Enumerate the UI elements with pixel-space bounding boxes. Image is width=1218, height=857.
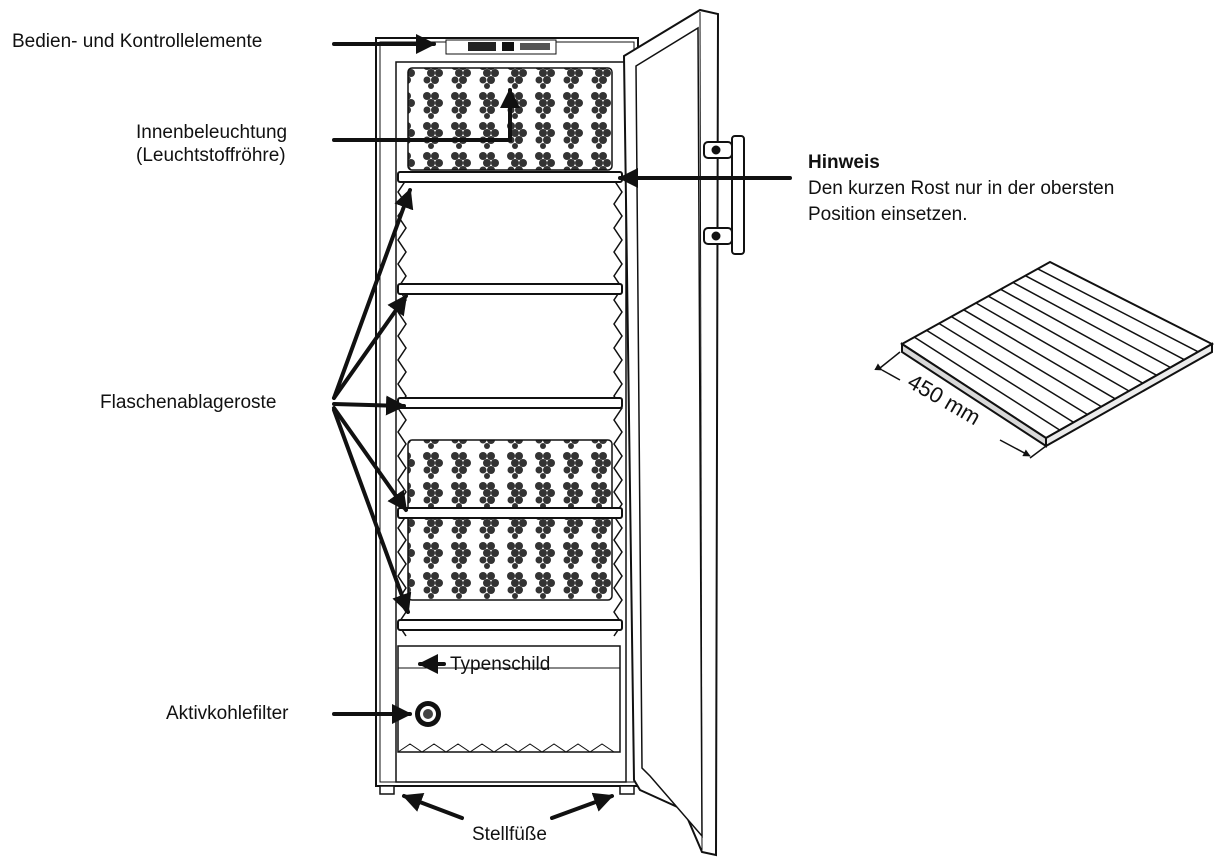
shelf-slat (1024, 275, 1185, 361)
shelf-slat (938, 322, 1088, 416)
shelf-3 (397, 397, 623, 409)
label-lighting-line2: (Leuchtstoffröhre) (136, 145, 286, 166)
label-feet: Stellfüße (472, 824, 547, 845)
arrow-foot-right (550, 792, 614, 820)
grape-panel-bottom (407, 439, 613, 601)
note-line2: Position einsetzen. (808, 204, 968, 225)
foot-right (619, 785, 635, 795)
open-door (622, 8, 720, 857)
dimension-line (874, 351, 1047, 459)
label-lighting-line1: Innenbeleuchtung (136, 122, 288, 143)
shelf-4 (397, 507, 623, 519)
arrow-lighting (332, 88, 520, 142)
label-shelves: Flaschenablageroste (100, 392, 277, 413)
carbon-filter (415, 701, 441, 727)
shelf-1 (397, 171, 623, 183)
arrow-shelf-4 (332, 406, 408, 512)
shelf-2 (397, 283, 623, 295)
arrow-shelf-1 (332, 188, 414, 400)
short-shelf-illustration (900, 260, 1215, 448)
label-filter: Aktivkohlefilter (166, 703, 289, 724)
note-title: Hinweis (808, 152, 880, 173)
foot-left (379, 785, 395, 795)
leader-arrows (332, 34, 792, 820)
shelf-slat (1012, 281, 1171, 369)
arrow-shelf-2 (332, 294, 408, 400)
arrow-shelf-3 (332, 395, 406, 416)
shelf-slat (926, 329, 1075, 423)
note-line1: Den kurzen Rost nur in der obersten (808, 178, 1115, 199)
shelf-slat (1037, 268, 1199, 353)
door-handle (703, 135, 745, 255)
label-typeplate: Typenschild (450, 654, 551, 675)
shelves (397, 171, 623, 631)
label-controls: Bedien- und Kontrollelemente (12, 31, 263, 52)
shelf-slat (975, 302, 1130, 392)
shelf-slat (963, 309, 1116, 400)
shelf-slat (1000, 288, 1158, 376)
shelf-slat (950, 316, 1102, 408)
shelf-slat (987, 295, 1144, 384)
arrow-shelf-5 (332, 408, 412, 614)
feet (379, 785, 635, 795)
control-panel (445, 39, 557, 55)
bottom-compartment (397, 645, 621, 753)
arrow-foot-left (402, 793, 464, 820)
shelf-5 (397, 619, 623, 631)
shelf-slat (913, 336, 1061, 431)
